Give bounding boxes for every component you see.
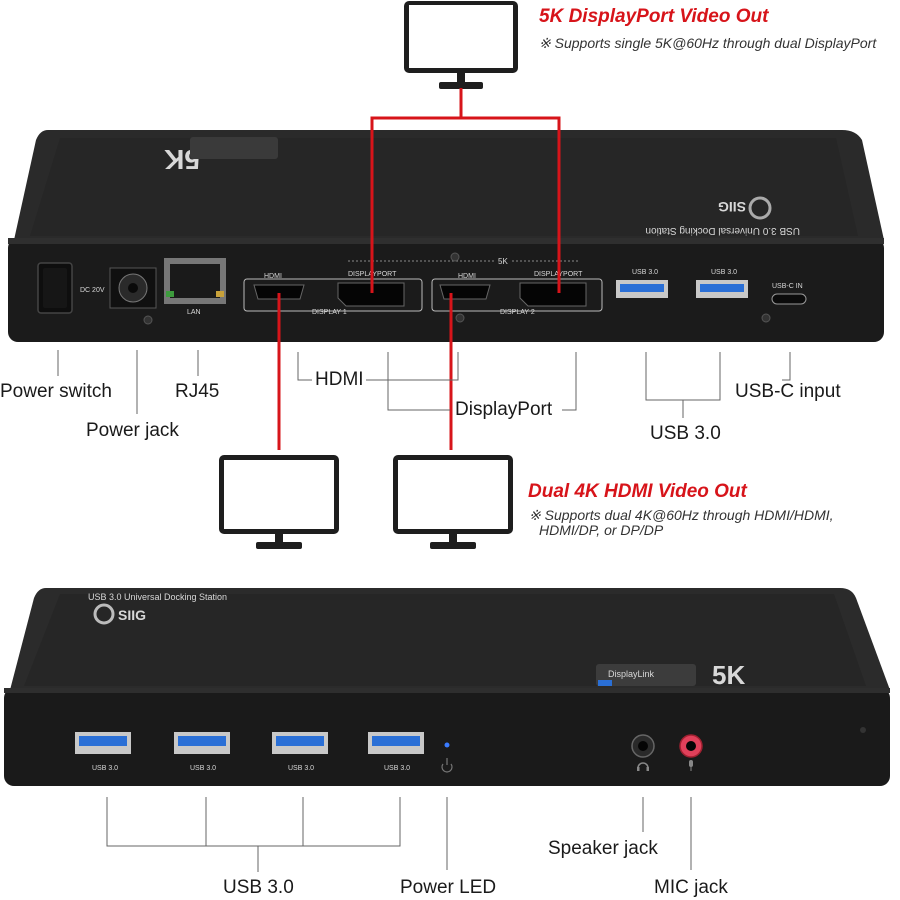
front-dock-device: USB 3.0 Universal Docking Station SIIG D… [4,588,890,786]
dc-text: DC 20V [80,287,105,294]
front-brand: SIIG [118,607,146,623]
rear-usb1-text: USB 3.0 [632,269,658,276]
label-rear-usb30: USB 3.0 [650,423,721,444]
display2-text: DISPLAY 2 [500,309,535,316]
top-callout-note: ※ Supports single 5K@60Hz through dual D… [539,35,877,51]
label-usbc-input: USB-C input [735,381,841,402]
bottom-callout-note-2: HDMI/DP, or DP/DP [539,522,664,538]
front-usb3-text: USB 3.0 [288,765,314,772]
rear-dock-device: USB 3.0 Universal Docking Station 5K SII… [8,130,884,342]
usbc-text: USB-C IN [772,283,803,290]
rear-brand: SIIG [718,199,746,215]
lan-text: LAN [187,309,201,316]
front-usb4-text: USB 3.0 [384,765,410,772]
power-icon [441,758,453,773]
front-usb2-text: USB 3.0 [190,765,216,772]
label-power-jack: Power jack [86,420,179,441]
label-speaker-jack: Speaker jack [548,838,658,859]
label-mic-jack: MIC jack [654,877,728,898]
monitor-icon [404,1,518,89]
bottom-callout-note-1: ※ Supports dual 4K@60Hz through HDMI/HDM… [529,507,834,523]
front-callout-lines [106,797,692,872]
fivek-text: 5K [498,257,508,266]
hdmi1-text: HDMI [264,273,282,280]
siig-logo-icon: SIIG [718,196,772,220]
label-rj45: RJ45 [175,381,220,402]
headphone-icon [637,762,649,771]
rear-product-text: USB 3.0 Universal Docking Station [645,225,800,236]
label-power-switch: Power switch [0,381,112,402]
microphone-icon [689,760,693,771]
label-power-led: Power LED [400,877,497,898]
label-displayport: DisplayPort [455,399,553,420]
siig-logo-icon: SIIG [93,603,146,625]
monitor-icon [393,455,513,549]
hdmi-connection-lines [277,293,453,450]
front-displaylink-text: DisplayLink [608,669,655,679]
display1-text: DISPLAY 1 [312,309,347,316]
bottom-callout-title: Dual 4K HDMI Video Out [528,481,747,502]
monitor-icon [219,455,339,549]
top-callout-title: 5K DisplayPort Video Out [539,6,769,27]
dp-connection-lines [370,88,561,293]
label-front-usb30: USB 3.0 [223,877,294,898]
front-usb1-text: USB 3.0 [92,765,118,772]
rear-callout-lines [57,350,791,418]
rear-usb2-text: USB 3.0 [711,269,737,276]
hdmi2-text: HDMI [458,273,476,280]
label-hdmi: HDMI [315,369,364,390]
front-5k-badge: 5K [712,660,745,690]
front-product-text: USB 3.0 Universal Docking Station [88,592,227,602]
